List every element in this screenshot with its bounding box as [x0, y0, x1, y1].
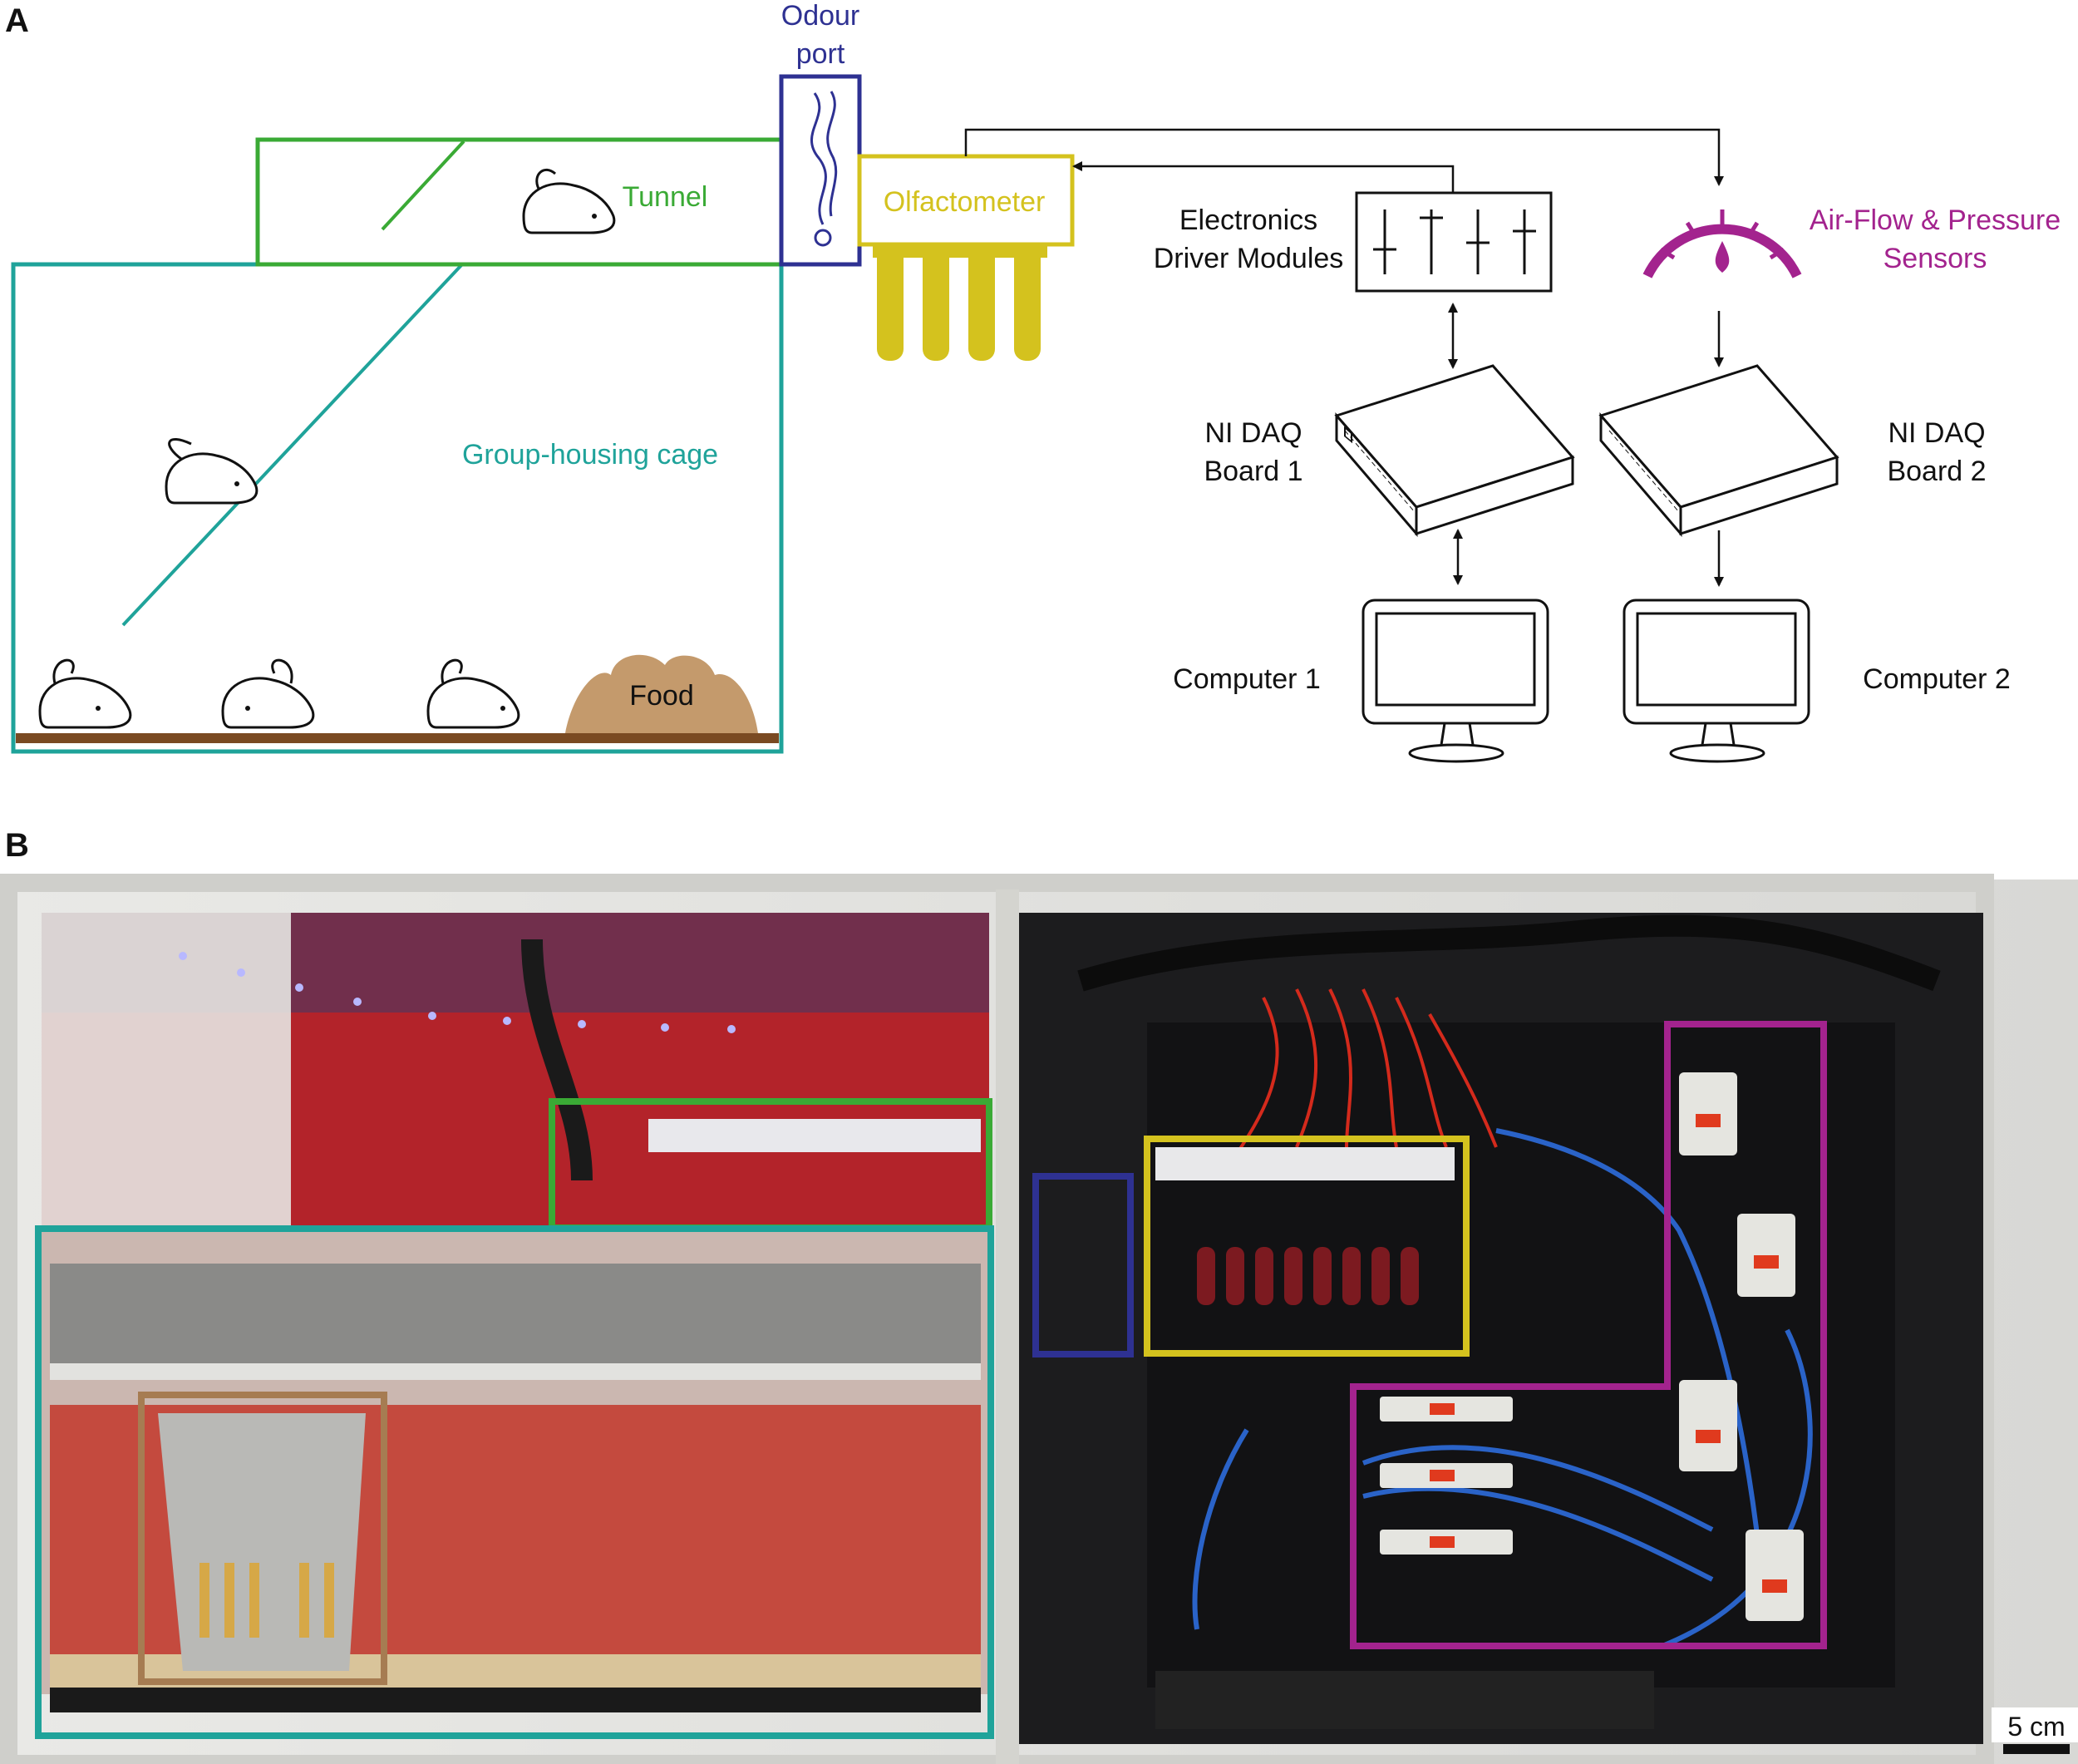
- mouse-floor-3: [426, 658, 520, 729]
- computer-1: [1362, 599, 1549, 763]
- tunnel-label: Tunnel: [623, 181, 708, 213]
- computer-2: [1623, 599, 1810, 763]
- olfactometer-label: Olfactometer: [884, 186, 1046, 218]
- panel-letter-b: B: [5, 827, 29, 864]
- electronics-label-line1: Electronics: [1179, 204, 1317, 236]
- electronics-label-line2: Driver Modules: [1154, 243, 1344, 274]
- cage-label: Group-housing cage: [462, 439, 718, 471]
- scale-bar-label: 5 cm: [2007, 1712, 2065, 1742]
- gauge-icon: [1642, 209, 1802, 278]
- daq1-label-line1: NI DAQ: [1204, 417, 1302, 449]
- sensors-label-line1: Air-Flow & Pressure: [1810, 204, 2061, 236]
- sensors-label-line2: Sensors: [1883, 243, 1987, 274]
- odour-port-label-line1: Odour: [781, 0, 860, 32]
- mouse-floor-2: [221, 658, 315, 729]
- food-pile: [565, 654, 758, 733]
- arrow-to-sensors: [964, 128, 1724, 186]
- scale-bar: [2003, 1744, 2070, 1754]
- panel-letter-a: A: [5, 2, 29, 39]
- food-highlight-box: [138, 1392, 387, 1685]
- mouse-floor-1: [38, 658, 132, 729]
- daq-board-1: [1334, 364, 1575, 538]
- daq2-label-line1: NI DAQ: [1888, 417, 1985, 449]
- electronics-driver-modules: [1355, 191, 1553, 293]
- mouse-ramp: [165, 438, 259, 505]
- daq-board-2: [1598, 364, 1839, 538]
- daq2-label-line2: Board 2: [1887, 456, 1986, 487]
- olfactometer-highlight-box: [1144, 1136, 1470, 1357]
- computer2-label: Computer 2: [1863, 663, 2011, 695]
- arrow-electronics-to-olfactometer: [1072, 161, 1455, 193]
- olfactometer: [857, 154, 1075, 361]
- odour-port: [779, 74, 862, 267]
- food-label: Food: [629, 680, 694, 712]
- sensors-highlight-box: [1350, 1021, 1827, 1649]
- daq1-label-line2: Board 1: [1204, 456, 1302, 487]
- odour-port-highlight-box: [1032, 1173, 1134, 1357]
- cage-highlight-box: [35, 1225, 994, 1739]
- mouse-tunnel: [522, 168, 616, 234]
- odour-port-label-line2: port: [796, 38, 845, 70]
- computer1-label: Computer 1: [1173, 663, 1321, 695]
